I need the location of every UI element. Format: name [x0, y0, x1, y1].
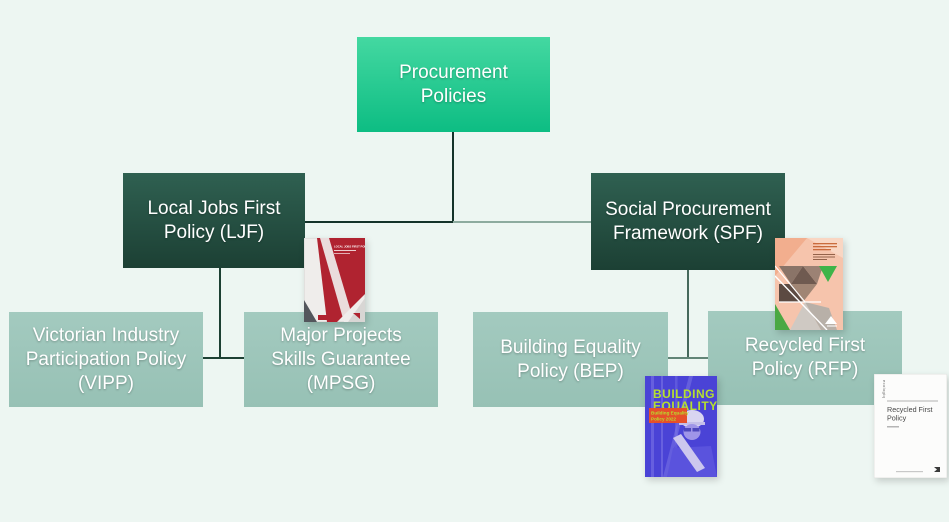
node-social-procurement-framework-label: Social Procurement Framework (SPF): [605, 198, 771, 244]
ljf-policy-cover-thumbnail[interactable]: LOCAL JOBS FIRST POLICY: [304, 238, 365, 322]
node-vipp-label: Victorian Industry Participation Policy …: [25, 324, 187, 394]
node-local-jobs-first[interactable]: Local Jobs First Policy (LJF): [123, 173, 305, 268]
connector-spf-bus: [668, 357, 708, 359]
node-social-procurement-framework[interactable]: Social Procurement Framework (SPF): [591, 173, 785, 270]
rfp-cover-title-line2: Policy: [887, 414, 907, 423]
node-mpsg[interactable]: Major Projects Skills Guarantee (MPSG): [244, 312, 438, 407]
bep-cover-thumbnail[interactable]: BUILDING EQUALITY Building Equality Poli…: [645, 376, 717, 477]
rfp-cover-thumbnail[interactable]: ecologiq Recycled First Policy: [874, 374, 947, 478]
bep-cover-title-line1: BUILDING: [653, 387, 715, 401]
ljf-cover-title: LOCAL JOBS FIRST POLICY: [334, 245, 365, 249]
node-procurement-policies-label: Procurement Policies: [399, 61, 508, 107]
node-rfp-label: Recycled First Policy (RFP): [744, 335, 866, 380]
connector-ljf-drop: [219, 268, 221, 359]
node-bep-label: Building Equality Policy (BEP): [500, 336, 641, 382]
node-procurement-policies[interactable]: Procurement Policies: [357, 37, 550, 132]
spf-cover-thumbnail[interactable]: [775, 238, 843, 330]
rfp-cover-art: ecologiq Recycled First Policy: [874, 374, 947, 478]
node-mpsg-label: Major Projects Skills Guarantee (MPSG): [271, 324, 411, 394]
bep-cover-badge-line2: Policy 2022: [651, 417, 676, 422]
node-local-jobs-first-label: Local Jobs First Policy (LJF): [147, 197, 281, 243]
node-vipp[interactable]: Victorian Industry Participation Policy …: [9, 312, 203, 407]
ljf-cover-art: LOCAL JOBS FIRST POLICY: [304, 238, 365, 322]
connector-bus-right: [453, 221, 591, 223]
bep-cover-art: BUILDING EQUALITY Building Equality Poli…: [645, 376, 717, 477]
connector-ljf-bus: [203, 357, 244, 359]
node-bep[interactable]: Building Equality Policy (BEP): [473, 312, 668, 407]
bep-cover-badge-line1: Building Equality: [651, 411, 689, 416]
rfp-cover-title-line1: Recycled First: [887, 405, 933, 414]
rfp-cover-spine-text: ecologiq: [882, 380, 887, 398]
connector-root-drop: [452, 132, 454, 222]
spf-cover-art: [775, 238, 843, 330]
connector-spf-drop: [687, 270, 689, 358]
connector-bus-left: [305, 221, 453, 223]
